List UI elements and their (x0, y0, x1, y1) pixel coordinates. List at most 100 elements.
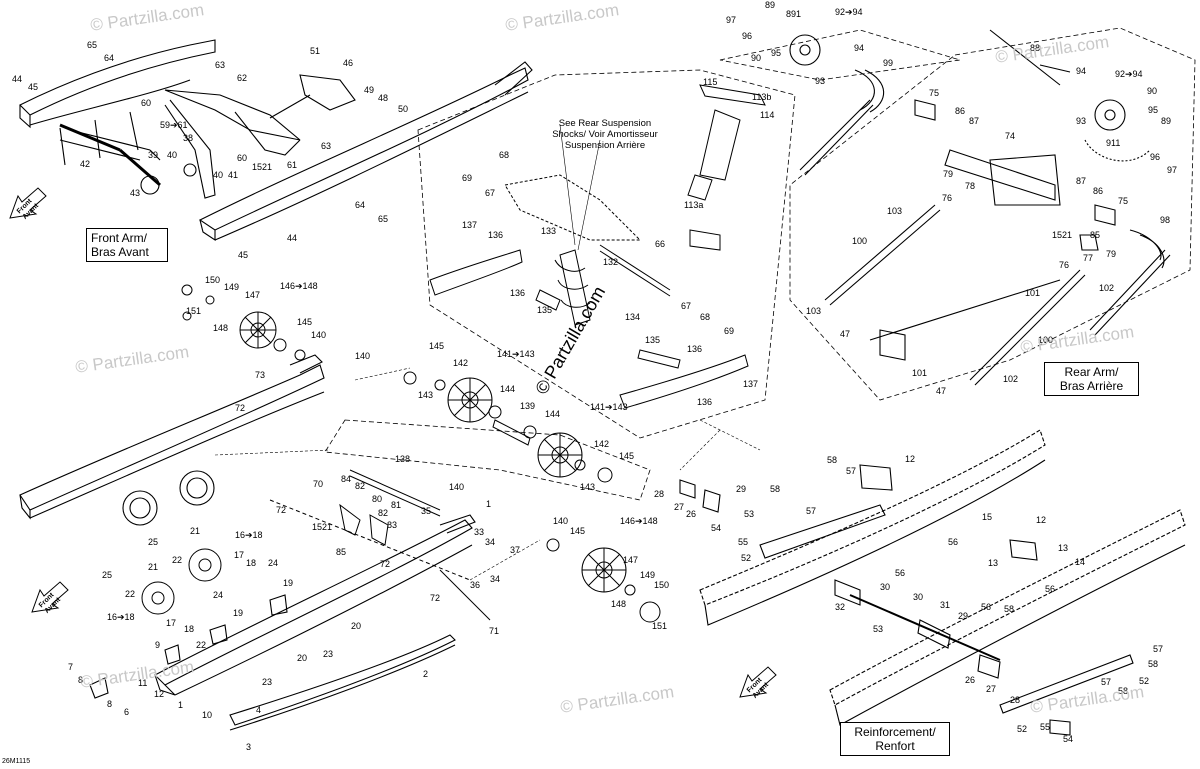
part-callout: 42 (80, 159, 90, 169)
part-callout: 150 (654, 580, 669, 590)
part-callout: 36 (470, 580, 480, 590)
part-callout: 94 (854, 43, 864, 53)
part-callout: 40 (167, 150, 177, 160)
part-callout: 149 (640, 570, 655, 580)
part-callout: 97 (726, 15, 736, 25)
part-callout: 145 (429, 341, 444, 351)
part-callout: 82 (378, 508, 388, 518)
part-callout: 35 (421, 506, 431, 516)
part-callout: 52 (1139, 676, 1149, 686)
part-callout: 40 (213, 170, 223, 180)
lower-slide-rail (89, 514, 476, 731)
part-callout: 74 (1005, 131, 1015, 141)
part-callout: 54 (711, 523, 721, 533)
part-callout: 59➔61 (160, 120, 188, 130)
part-callout: 31 (940, 600, 950, 610)
part-callout: 147 (245, 290, 260, 300)
part-callout: 58 (1118, 686, 1128, 696)
part-callout: 45 (28, 82, 38, 92)
part-callout: 73 (255, 370, 265, 380)
part-callout: 69 (724, 326, 734, 336)
part-callout: 85 (336, 547, 346, 557)
part-callout: 17 (166, 618, 176, 628)
part-callout: 143 (418, 390, 433, 400)
part-callout: 33 (474, 527, 484, 537)
part-callout: 12 (154, 689, 164, 699)
middle-slide-rail (19, 354, 325, 526)
part-callout: 96 (1150, 152, 1160, 162)
part-callout: 87 (1076, 176, 1086, 186)
front-direction-arrow-icon: Front Avant (8, 186, 48, 221)
part-callout: 95 (771, 48, 781, 58)
part-callout: 62 (237, 73, 247, 83)
part-callout: 25 (148, 537, 158, 547)
caption-line: Bras Avant (91, 245, 149, 259)
part-callout: 34 (490, 574, 500, 584)
part-callout: 4 (256, 705, 261, 715)
shock-reference-note: See Rear Suspension Shocks/ Voir Amortis… (535, 118, 675, 151)
part-callout: 68 (499, 150, 509, 160)
leader-lines (214, 124, 761, 581)
part-callout: 99 (883, 58, 893, 68)
part-callout: 52 (1017, 724, 1027, 734)
part-callout: 44 (12, 74, 22, 84)
part-callout: 148 (611, 599, 626, 609)
part-callout: 30 (913, 592, 923, 602)
part-callout: 114 (760, 110, 774, 120)
front-arm-caption: Front Arm/ Bras Avant (86, 228, 168, 262)
part-callout: 52 (741, 553, 751, 563)
part-callout: 2 (423, 669, 428, 679)
part-callout: 89 (765, 0, 775, 10)
part-callout: 151 (652, 621, 667, 631)
caption-line: Bras Arrière (1059, 379, 1124, 393)
part-callout: 57 (846, 466, 856, 476)
part-callout: 142 (594, 439, 609, 449)
part-callout: 141➔143 (497, 349, 535, 359)
part-callout: 136 (510, 288, 525, 298)
part-callout: 14 (1075, 557, 1085, 567)
part-callout: 17 (234, 550, 244, 560)
part-callout: 57 (1101, 677, 1111, 687)
part-callout: 102 (1099, 283, 1114, 293)
part-callout: 98 (1160, 215, 1170, 225)
cross-shafts (269, 419, 531, 621)
part-callout: 137 (462, 220, 477, 230)
part-callout: 48 (378, 93, 388, 103)
part-callout: 90 (1147, 86, 1157, 96)
part-callout: 143 (580, 482, 595, 492)
part-callout: 149 (224, 282, 239, 292)
part-callout: 22 (196, 640, 206, 650)
part-callout: 81 (391, 500, 401, 510)
part-callout: 10 (202, 710, 212, 720)
part-callout: 27 (674, 502, 684, 512)
part-callout: 18 (184, 624, 194, 634)
part-callout: 96 (742, 31, 752, 41)
part-callout: 75 (1118, 196, 1128, 206)
part-callout: 22 (125, 589, 135, 599)
part-callout: 132 (603, 257, 618, 267)
part-callout: 86 (1093, 186, 1103, 196)
part-callout: 93 (815, 76, 825, 86)
part-callout: 50 (398, 104, 408, 114)
part-callout: 54 (1063, 734, 1073, 744)
caption-line: Reinforcement/ (854, 725, 936, 739)
part-callout: 55 (738, 537, 748, 547)
part-callout: 145 (297, 317, 312, 327)
part-callout: 19 (283, 578, 293, 588)
part-callout: 136 (687, 344, 702, 354)
part-callout: 144 (545, 409, 560, 419)
part-callout: 67 (681, 301, 691, 311)
part-callout: 26 (686, 509, 696, 519)
part-callout: 64 (355, 200, 365, 210)
part-callout: 148 (213, 323, 228, 333)
part-callout: 57 (1153, 644, 1163, 654)
part-callout: 56 (948, 537, 958, 547)
part-callout: 95 (1148, 105, 1158, 115)
part-callout: 26 (965, 675, 975, 685)
part-callout: 92➔94 (1115, 69, 1143, 79)
caption-line: Front Arm/ (91, 231, 148, 245)
diagram-code: 26M1115 (2, 758, 31, 765)
part-callout: 113b (752, 92, 771, 102)
part-callout: 140 (355, 351, 370, 361)
